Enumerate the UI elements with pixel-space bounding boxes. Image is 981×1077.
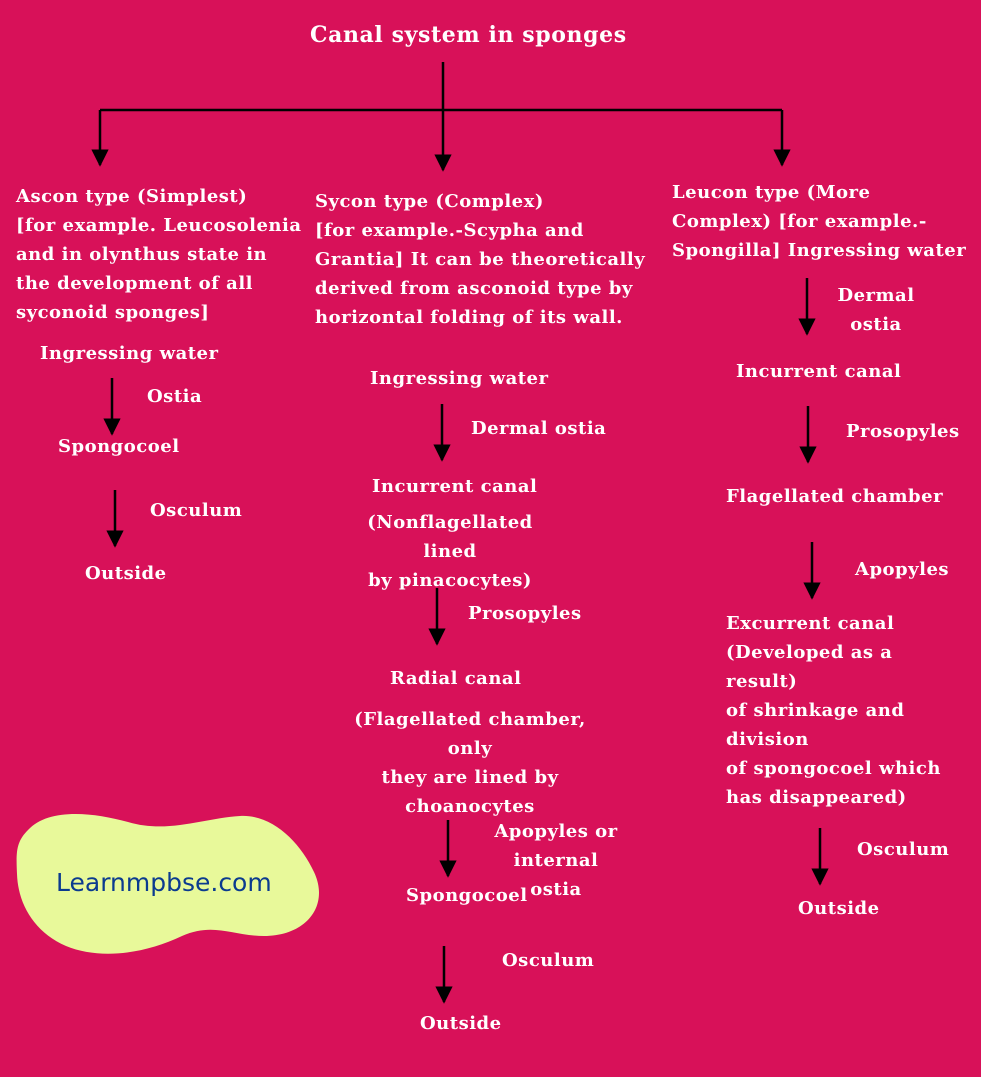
sycon-step-incurrent-canal: Incurrent canal bbox=[372, 476, 538, 497]
leucon-step-flagellated-chamber: Flagellated chamber bbox=[726, 486, 944, 507]
leucon-heading: Leucon type (More Complex) [for example.… bbox=[672, 182, 967, 261]
sycon-label-apopyles: Apopyles or internal ostia bbox=[494, 821, 618, 900]
leucon-label-prosopyles: Prosopyles bbox=[846, 421, 960, 442]
sycon-label-dermal-ostia: Dermal ostia bbox=[471, 418, 607, 439]
ascon-heading: Ascon type (Simplest) [for example. Leuc… bbox=[16, 186, 302, 323]
sycon-step-ingressing-water: Ingressing water bbox=[370, 368, 549, 389]
leucon-label-dermal-ostia: Dermal ostia bbox=[837, 285, 915, 335]
leucon-step-outside: Outside bbox=[798, 898, 880, 919]
leucon-label-osculum: Osculum bbox=[857, 839, 950, 860]
logo-text: Learnmpbse.com bbox=[56, 868, 272, 897]
sycon-note-flagellated: (Flagellated chamber, only they are line… bbox=[354, 709, 586, 817]
leucon-step-incurrent-canal: Incurrent canal bbox=[736, 361, 902, 382]
leucon-label-apopyles: Apopyles bbox=[855, 559, 950, 580]
ascon-label-osculum: Osculum bbox=[150, 500, 243, 521]
ascon-label-ostia: Ostia bbox=[147, 386, 203, 407]
sycon-label-prosopyles: Prosopyles bbox=[468, 603, 582, 624]
ascon-step-ingressing-water: Ingressing water bbox=[40, 343, 219, 364]
ascon-step-spongocoel: Spongocoel bbox=[58, 436, 180, 457]
sycon-note-nonflagellated: (Nonflagellated lined by pinacocytes) bbox=[367, 512, 533, 591]
sycon-label-osculum: Osculum bbox=[502, 950, 595, 971]
sycon-step-spongocoel: Spongocoel bbox=[406, 885, 528, 906]
leucon-step-excurrent-canal: Excurrent canal (Developed as a result) … bbox=[726, 613, 941, 808]
sycon-step-outside: Outside bbox=[420, 1013, 502, 1034]
ascon-step-outside: Outside bbox=[85, 563, 167, 584]
sycon-step-radial-canal: Radial canal bbox=[390, 668, 522, 689]
diagram-title: Canal system in sponges bbox=[310, 22, 627, 48]
sycon-heading: Sycon type (Complex) [for example.-Scyph… bbox=[315, 191, 646, 328]
